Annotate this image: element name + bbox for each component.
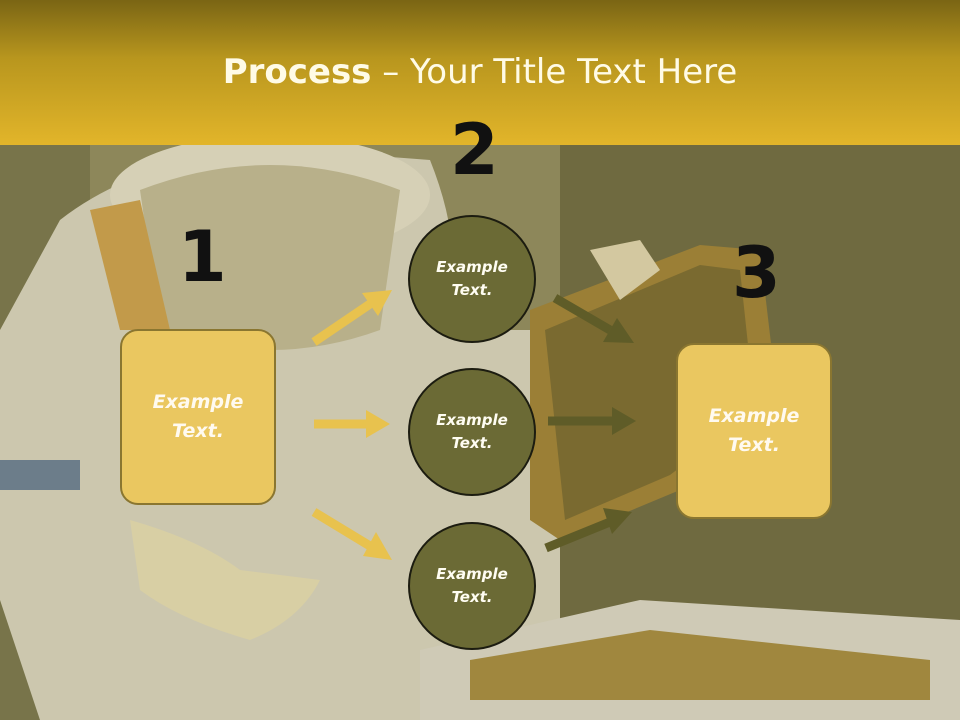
- circle-1-line-2: Text.: [451, 281, 493, 299]
- circle-3-text: Example Text.: [436, 563, 508, 609]
- step-2-circle-3[interactable]: Example Text.: [408, 522, 536, 650]
- step-3-box[interactable]: Example Text.: [676, 343, 832, 519]
- step-2-circle-1[interactable]: Example Text.: [408, 215, 536, 343]
- arrow-to-circle-2: [314, 410, 390, 438]
- arrow-from-circle-3: [544, 508, 632, 553]
- circle-2-line-1: Example: [436, 411, 508, 429]
- circle-1-line-1: Example: [436, 258, 508, 276]
- step-number-2: 2: [450, 109, 499, 191]
- title-bold: Process: [222, 52, 372, 92]
- step-3-line-1: Example: [708, 405, 800, 427]
- arrow-to-circle-3: [311, 508, 392, 560]
- circle-3-line-2: Text.: [451, 588, 493, 606]
- step-2-circle-2[interactable]: Example Text.: [408, 368, 536, 496]
- step-1-line-2: Text.: [172, 420, 224, 442]
- slide-title: Process – Your Title Text Here: [0, 52, 960, 92]
- step-3-line-2: Text.: [728, 434, 780, 456]
- arrow-from-circle-2: [548, 407, 636, 435]
- step-3-text: Example Text.: [709, 402, 800, 460]
- step-1-text: Example Text.: [153, 388, 244, 446]
- title-rest: – Your Title Text Here: [371, 52, 738, 92]
- arrow-to-circle-1: [311, 290, 392, 346]
- title-bar: [0, 0, 960, 145]
- circle-1-text: Example Text.: [436, 256, 508, 302]
- circle-2-line-2: Text.: [451, 434, 493, 452]
- circle-3-line-1: Example: [436, 565, 508, 583]
- step-1-box[interactable]: Example Text.: [120, 329, 276, 505]
- step-number-1: 1: [178, 216, 227, 298]
- arrow-from-circle-1: [552, 294, 634, 343]
- step-1-line-1: Example: [152, 391, 244, 413]
- circle-2-text: Example Text.: [436, 409, 508, 455]
- step-number-3: 3: [732, 232, 781, 314]
